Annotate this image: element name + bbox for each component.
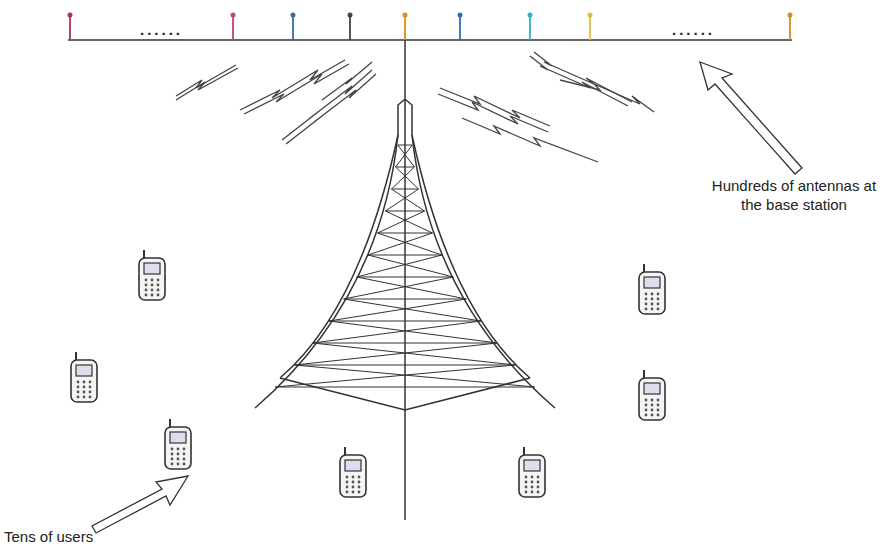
user-phones [71, 250, 665, 497]
antenna-tip [68, 13, 73, 18]
antenna-bar [68, 39, 792, 41]
lattice-bar [396, 167, 415, 168]
lattice-bar [391, 189, 418, 190]
antenna [232, 16, 234, 40]
lattice-bar [378, 233, 433, 234]
antenna-tip [231, 13, 236, 18]
antenna-tip [403, 13, 408, 18]
lattice-brace [396, 145, 413, 167]
lattice-brace [275, 365, 515, 387]
lattice-brace [295, 343, 498, 365]
antenna-tip [458, 13, 463, 18]
pointer-arrow [92, 476, 188, 533]
lattice-brace [391, 189, 424, 211]
lattice-brace [329, 321, 497, 343]
lattice-brace [378, 233, 442, 255]
antenna [292, 16, 294, 40]
antenna-tip [588, 13, 593, 18]
users-callout: Tens of users [4, 527, 93, 546]
antenna-array [68, 13, 793, 41]
antenna [459, 16, 461, 40]
antenna-callout: Hundreds of antennas at the base station [706, 176, 882, 214]
lattice-bar [295, 365, 516, 366]
lattice-brace [368, 255, 453, 277]
lattice-bar [385, 211, 424, 212]
lattice-brace [398, 145, 415, 167]
antenna [589, 16, 591, 40]
antenna [404, 16, 406, 40]
lattice-brace [396, 167, 419, 189]
lattice-bar [344, 299, 467, 300]
lattice-brace [313, 343, 516, 365]
lattice-brace [344, 299, 481, 321]
antenna [529, 16, 531, 40]
lattice-brace [368, 233, 432, 255]
antenna-tip [291, 13, 296, 18]
lattice-bar [398, 145, 413, 146]
lattice-brace [385, 211, 432, 233]
ellipsis-dots: ...... [672, 20, 715, 39]
lattice-brace [385, 189, 418, 211]
lattice-bar [313, 343, 498, 344]
lattice-brace [357, 277, 467, 299]
lattice-brace [391, 167, 414, 189]
lattice-brace [313, 321, 481, 343]
lattice-brace [329, 299, 466, 321]
antenna [789, 16, 791, 40]
lattice-bar [357, 277, 454, 278]
lattice-bar [275, 387, 535, 388]
lattice-brace [344, 277, 454, 299]
lattice-brace [295, 365, 535, 387]
antenna [349, 16, 351, 40]
lattice-brace [378, 211, 425, 233]
ellipsis-dots: ...... [140, 20, 183, 39]
lattice-bar [368, 255, 442, 256]
lattice-bar [329, 321, 481, 322]
pointer-arrow [700, 62, 802, 174]
lattice-brace [357, 255, 442, 277]
antenna-tip [348, 13, 353, 18]
antenna-tip [528, 13, 533, 18]
antenna-tip [788, 13, 793, 18]
antenna [69, 16, 71, 40]
tower [255, 40, 555, 520]
